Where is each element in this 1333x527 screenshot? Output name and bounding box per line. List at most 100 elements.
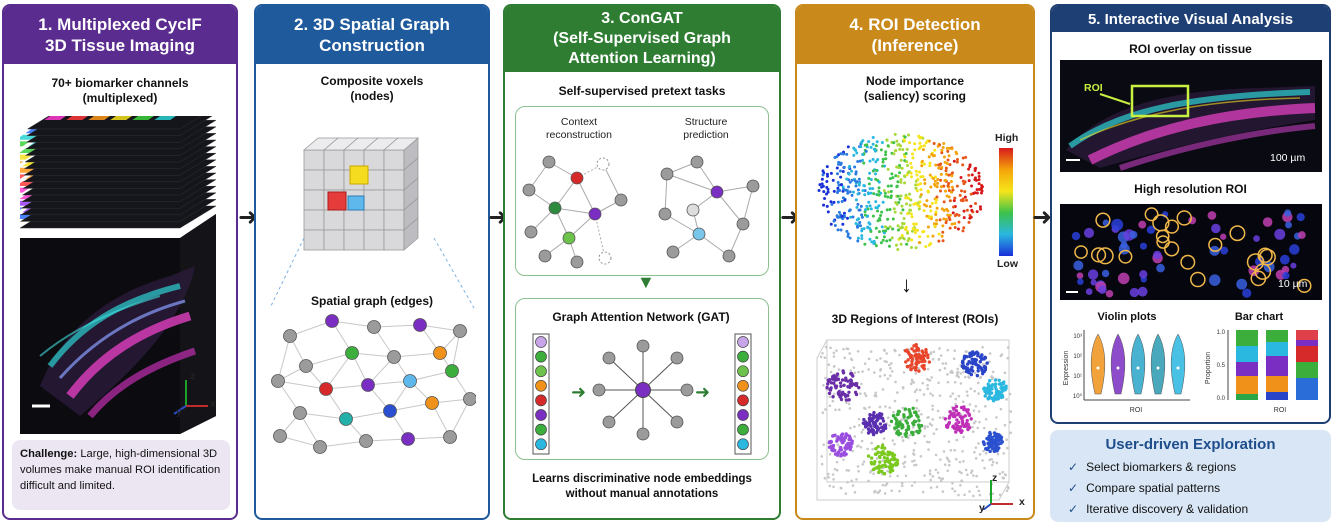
importance-caption: Node importance (saliency) scoring bbox=[863, 74, 967, 103]
bar-y-label: Proportion bbox=[1205, 352, 1212, 384]
bar-segment bbox=[1266, 356, 1288, 376]
spatial-graph-caption: Spatial graph (edges) bbox=[310, 294, 434, 308]
panel-cycif-imaging: 1. Multiplexed CycIF 3D Tissue Imaging 7… bbox=[2, 4, 238, 520]
bar-x-label: ROI bbox=[1274, 407, 1287, 414]
gat-diagram: ➜➜ bbox=[532, 333, 752, 455]
violin-tick: 10⁰ bbox=[1073, 393, 1083, 400]
bar-segment bbox=[1266, 392, 1288, 400]
violin-mark bbox=[1150, 333, 1166, 395]
bar-segment bbox=[1236, 376, 1258, 394]
down-arrow-green: ▼ bbox=[637, 272, 655, 292]
spatial-graph-network bbox=[271, 314, 476, 454]
violin-median bbox=[1116, 366, 1120, 370]
bar-segment bbox=[1266, 376, 1288, 392]
panel-1-title-line2: 3D Tissue Imaging bbox=[45, 36, 195, 55]
saliency-point-cloud bbox=[817, 132, 984, 252]
flow-arrow-4: ➜ bbox=[1032, 204, 1053, 231]
exploration-item-1: ✓Select biomarkers & regions bbox=[1068, 460, 1237, 474]
overlay-caption: ROI overlay on tissue bbox=[1129, 42, 1252, 56]
roi-clusters-3d bbox=[816, 339, 1013, 510]
violin-caption: Violin plots bbox=[1097, 311, 1157, 323]
voxel-cube bbox=[302, 137, 420, 251]
panel-spatial-graph: 2. 3D Spatial Graph Construction Composi… bbox=[254, 4, 490, 520]
violin-mark bbox=[1130, 333, 1146, 395]
high-res-roi-image[interactable]: 10 µm bbox=[1060, 204, 1322, 300]
panel-1-header: 1. Multiplexed CycIF 3D Tissue Imaging bbox=[4, 6, 236, 64]
violin-median bbox=[1096, 366, 1100, 370]
violin-median bbox=[1156, 366, 1160, 370]
bar-tick: 0.5 bbox=[1217, 363, 1226, 369]
svg-text:➜: ➜ bbox=[571, 382, 586, 402]
bar-tick: 0.0 bbox=[1217, 396, 1226, 402]
saliency-colorbar bbox=[999, 148, 1013, 256]
pretext-graphs bbox=[522, 155, 760, 269]
panel-roi-detection: 4. ROI Detection (Inference) Node import… bbox=[795, 4, 1035, 520]
tissue-overlay-image[interactable]: ROI 100 µm bbox=[1060, 60, 1322, 172]
check-icon: ✓ bbox=[1068, 460, 1079, 474]
violin-tick: 10³ bbox=[1073, 334, 1082, 340]
panel-4-header: 4. ROI Detection (Inference) bbox=[797, 6, 1033, 64]
bar-segment bbox=[1236, 362, 1258, 376]
bar-segment bbox=[1296, 340, 1318, 346]
exploration-item-2: ✓Compare spatial patterns bbox=[1068, 481, 1221, 495]
congat-footer: Learns discriminative node embeddings wi… bbox=[532, 473, 752, 500]
bar-segment bbox=[1236, 394, 1258, 400]
bar-tick: 1.0 bbox=[1217, 330, 1226, 336]
flow-arrow-1: ➜ bbox=[238, 204, 259, 231]
pretext-caption: Self-supervised pretext tasks bbox=[558, 84, 726, 98]
axis-x-label: x bbox=[210, 398, 216, 410]
panel-1-title-line1: 1. Multiplexed CycIF bbox=[38, 15, 202, 34]
colorbar-high-label: High bbox=[995, 132, 1019, 144]
panel-2-header: 2. 3D Spatial Graph Construction bbox=[256, 6, 488, 64]
down-arrow: ↓ bbox=[901, 272, 912, 297]
colorbar-low-label: Low bbox=[997, 258, 1018, 270]
xyz-axes-icon bbox=[173, 380, 208, 415]
violin-tick: 10² bbox=[1073, 354, 1082, 360]
task-structure-label: Structure prediction bbox=[683, 116, 729, 141]
bar-segment bbox=[1296, 378, 1318, 400]
svg-text:➜: ➜ bbox=[695, 382, 710, 402]
voxels-caption: Composite voxels (nodes) bbox=[320, 74, 424, 103]
roi-axis-y: y bbox=[979, 502, 985, 514]
violin-mark bbox=[1110, 333, 1126, 395]
violin-median bbox=[1136, 366, 1140, 370]
bar-segment bbox=[1296, 362, 1318, 378]
roi-axis-z: z bbox=[992, 472, 998, 484]
axis-y-label: y bbox=[176, 406, 182, 418]
violin-mark bbox=[1170, 333, 1186, 395]
task-context-label: Context reconstruction bbox=[546, 116, 612, 141]
panel-5-header: 5. Interactive Visual Analysis bbox=[1052, 6, 1329, 32]
rois-caption: 3D Regions of Interest (ROIs) bbox=[831, 312, 999, 326]
bar-segment bbox=[1236, 330, 1258, 346]
panel-visual-analysis: 5. Interactive Visual Analysis ROI overl… bbox=[1050, 4, 1331, 424]
exploration-item-3: ✓Iterative discovery & validation bbox=[1068, 502, 1249, 516]
pretext-tasks-box bbox=[515, 106, 769, 276]
bar-segment bbox=[1236, 346, 1258, 362]
channel-stack-image bbox=[20, 116, 217, 434]
violin-y-label: Expression bbox=[1063, 351, 1070, 386]
scale-bar-10: 10 µm bbox=[1278, 278, 1308, 290]
violin-x-label: ROI bbox=[1130, 407, 1143, 414]
channels-caption: 70+ biomarker channels (multiplexed) bbox=[51, 76, 189, 105]
zoom-lines bbox=[269, 237, 475, 309]
violin-mark bbox=[1090, 333, 1106, 395]
bar-segment bbox=[1266, 342, 1288, 356]
violin-tick: 10¹ bbox=[1073, 374, 1082, 380]
axis-z-label: z bbox=[190, 370, 196, 382]
user-driven-exploration-box: User-driven Exploration ✓Select biomarke… bbox=[1050, 430, 1331, 522]
violin-median bbox=[1176, 366, 1180, 370]
scale-bar-100: 100 µm bbox=[1270, 152, 1306, 164]
challenge-label: Challenge: bbox=[20, 448, 78, 460]
check-icon: ✓ bbox=[1068, 502, 1079, 516]
roi-axis-x: x bbox=[1019, 496, 1025, 508]
roi-tag-label: ROI bbox=[1084, 82, 1103, 94]
bar-segment bbox=[1296, 330, 1318, 340]
panel-3-header: 3. ConGAT (Self-Supervised Graph Attenti… bbox=[505, 6, 779, 72]
check-icon: ✓ bbox=[1068, 481, 1079, 495]
gat-caption: Graph Attention Network (GAT) bbox=[552, 310, 730, 324]
hires-caption: High resolution ROI bbox=[1134, 182, 1247, 196]
panel-congat: 3. ConGAT (Self-Supervised Graph Attenti… bbox=[503, 4, 781, 520]
challenge-text: Large, high-dimensional 3D volumes make … bbox=[20, 448, 221, 492]
